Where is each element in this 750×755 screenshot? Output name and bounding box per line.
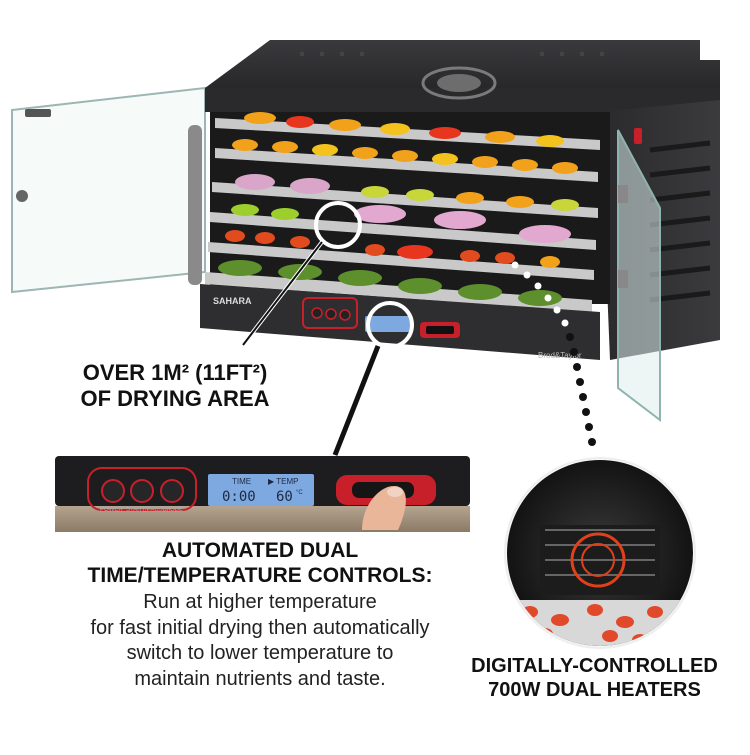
lcd-display: [208, 474, 314, 506]
glass-door-right: [617, 129, 661, 423]
lcd-time-label: TIME: [232, 477, 251, 486]
controls-desc-line4: maintain nutrients and taste.: [134, 667, 386, 690]
drying-area-callout: OVER 1M² (11FT²) OF DRYING AREA: [40, 360, 310, 412]
brand-label: SAHARA: [213, 296, 252, 306]
mode-label: MODE: [165, 507, 183, 513]
controls-marker: [366, 301, 414, 349]
controls-desc-line1: Run at higher temperature: [143, 591, 377, 614]
maker-label: Brod&Taylor: [538, 351, 582, 360]
mode-button-icon: [160, 479, 184, 503]
heaters-line1: DIGITALLY-CONTROLLED: [471, 655, 718, 677]
lcd-temp-label: ▶ TEMP: [268, 477, 298, 486]
controls-desc-line3: switch to lower temperature to: [126, 642, 394, 665]
glass-door-left: [11, 86, 206, 294]
lcd-time-value: 0:00: [222, 489, 256, 505]
power-button-icon: [101, 479, 125, 503]
control-panel-closeup: POWER START/PAUSE MODE TIME ▶ TEMP 0:00 …: [55, 456, 470, 532]
drying-area-marker: [314, 201, 362, 249]
lcd-temp-value: 60: [276, 489, 293, 505]
lcd-temp-unit: °C: [296, 490, 303, 496]
controls-callout: AUTOMATED DUAL TIME/TEMPERATURE CONTROLS…: [40, 538, 480, 692]
controls-title-line1: AUTOMATED DUAL: [161, 539, 359, 562]
start-pause-button-icon: [130, 479, 154, 503]
heaters-callout: DIGITALLY-CONTROLLED 700W DUAL HEATERS: [452, 655, 737, 702]
drying-area-line1: OVER 1M² (11FT²): [82, 360, 268, 385]
controls-title-line2: TIME/TEMPERATURE CONTROLS:: [87, 564, 433, 588]
heaters-pointer-dots: [511, 261, 596, 446]
heaters-line2: 700W DUAL HEATERS: [488, 678, 701, 701]
drying-area-line2: OF DRYING AREA: [80, 385, 270, 411]
power-label: POWER: [100, 507, 123, 513]
start-pause-label: START/PAUSE: [126, 507, 167, 513]
drying-trays: [205, 112, 600, 312]
controls-desc-line2: for fast initial drying then automatical…: [90, 616, 430, 639]
heater-closeup: [504, 457, 696, 649]
front-panel: SAHARA Brod&Taylor: [200, 284, 600, 360]
